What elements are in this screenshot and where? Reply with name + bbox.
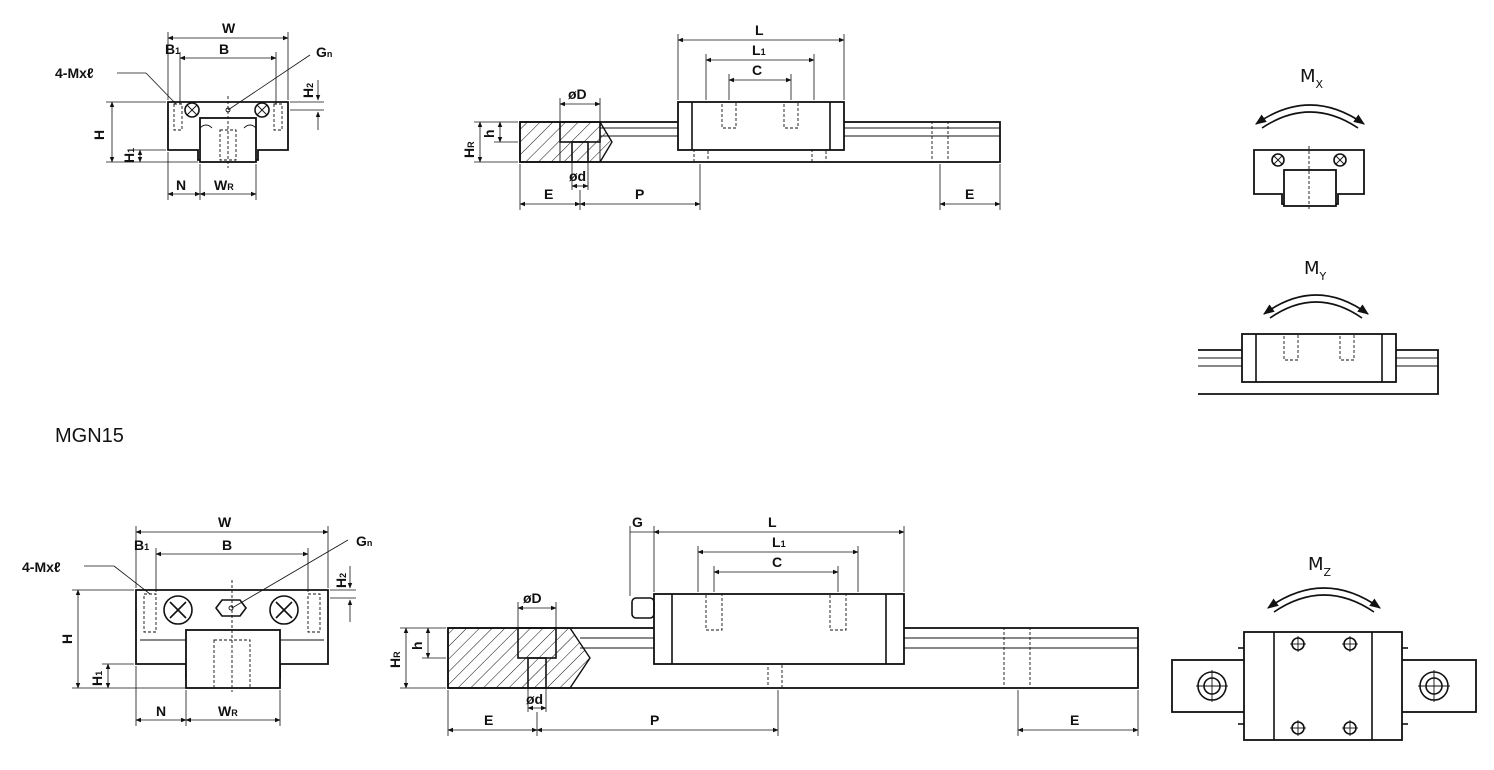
thread-hole-left bbox=[173, 103, 183, 131]
dim-B1: B1 bbox=[165, 41, 180, 57]
grease-nipple-side bbox=[631, 597, 655, 619]
moment-mz-figure: MZ bbox=[1171, 554, 1477, 741]
dim-H-2: H bbox=[59, 634, 75, 644]
mx-label: MX bbox=[1300, 66, 1324, 91]
dim-P-2: P bbox=[650, 712, 659, 728]
dim-Gn: Gn bbox=[316, 44, 332, 60]
dim-E-left: E bbox=[544, 186, 553, 202]
dim-D: øD bbox=[568, 86, 587, 102]
bottom-front-view: W B B1 Gn 4-Mxℓ H2 H H1 N WR bbox=[22, 514, 372, 726]
ball-left bbox=[184, 102, 200, 118]
dim-H1: H1 bbox=[121, 148, 137, 163]
dim-E-right-2: E bbox=[1070, 712, 1079, 728]
dim-L-2: L bbox=[768, 514, 777, 530]
ball-right bbox=[254, 102, 270, 118]
mz-label: MZ bbox=[1308, 554, 1332, 579]
dim-N-2: N bbox=[156, 703, 166, 719]
top-front-view: W B B1 Gn 4-Mxℓ H2 H H1 N WR bbox=[55, 20, 332, 200]
dim-d: ød bbox=[569, 168, 586, 184]
dim-G: G bbox=[632, 514, 643, 530]
dim-N: N bbox=[176, 177, 186, 193]
dim-L1: L1 bbox=[752, 42, 766, 58]
mount-thread-label: 4-Mxℓ bbox=[55, 65, 94, 81]
rail-groove bbox=[199, 124, 257, 129]
top-side-view: L L1 C øD ød HR h E P E bbox=[461, 22, 1001, 210]
dim-H2-2: H2 bbox=[333, 573, 349, 588]
dim-H: H bbox=[91, 130, 107, 140]
dim-C-2: C bbox=[772, 554, 782, 570]
rail-outline bbox=[199, 117, 257, 163]
dim-d-2: ød bbox=[526, 691, 543, 707]
dim-C: C bbox=[752, 62, 762, 78]
mz-arrow bbox=[1267, 587, 1381, 609]
block-side bbox=[677, 101, 845, 151]
dim-E-right: E bbox=[965, 186, 974, 202]
bottom-side-view: G L L1 C øD ød HR h E P E bbox=[387, 514, 1139, 736]
mount-thread-label-2: 4-Mxℓ bbox=[22, 559, 61, 575]
dim-E-left-2: E bbox=[484, 712, 493, 728]
dim-HR: HR bbox=[461, 141, 477, 158]
dim-W-2: W bbox=[218, 514, 232, 530]
ball-left-large bbox=[163, 595, 193, 625]
dim-WR: WR bbox=[214, 177, 234, 193]
moment-mx-figure: MX bbox=[1253, 66, 1365, 210]
dim-P: P bbox=[635, 186, 644, 202]
dim-B-2: B bbox=[222, 537, 232, 553]
my-label: MY bbox=[1304, 258, 1327, 283]
thread-hole-right bbox=[273, 103, 283, 131]
dim-H1-2: H1 bbox=[89, 671, 105, 686]
block-side-2 bbox=[653, 593, 905, 665]
dim-B: B bbox=[219, 41, 229, 57]
dim-HR-2: HR bbox=[387, 651, 403, 668]
dim-h-2: h bbox=[409, 641, 425, 650]
dim-h: h bbox=[481, 129, 497, 138]
section-label-mgn15: MGN15 bbox=[55, 425, 124, 447]
dim-D-2: øD bbox=[523, 590, 542, 606]
bolt-hole bbox=[571, 141, 589, 163]
grease-nipple-hex bbox=[215, 599, 247, 617]
ball-right-large bbox=[269, 595, 299, 625]
dim-WR-2: WR bbox=[218, 703, 238, 719]
dim-W: W bbox=[222, 20, 236, 36]
dim-Gn-2: Gn bbox=[356, 533, 372, 549]
dim-L: L bbox=[755, 22, 764, 38]
dim-B1-2: B1 bbox=[134, 537, 149, 553]
rail-bolt-hole bbox=[219, 129, 237, 161]
dim-L1-2: L1 bbox=[772, 534, 786, 550]
mx-arrow bbox=[1255, 104, 1365, 125]
dim-H2: H2 bbox=[300, 83, 316, 98]
moment-my-figure: MY bbox=[1198, 258, 1439, 395]
my-arrow bbox=[1263, 294, 1369, 315]
